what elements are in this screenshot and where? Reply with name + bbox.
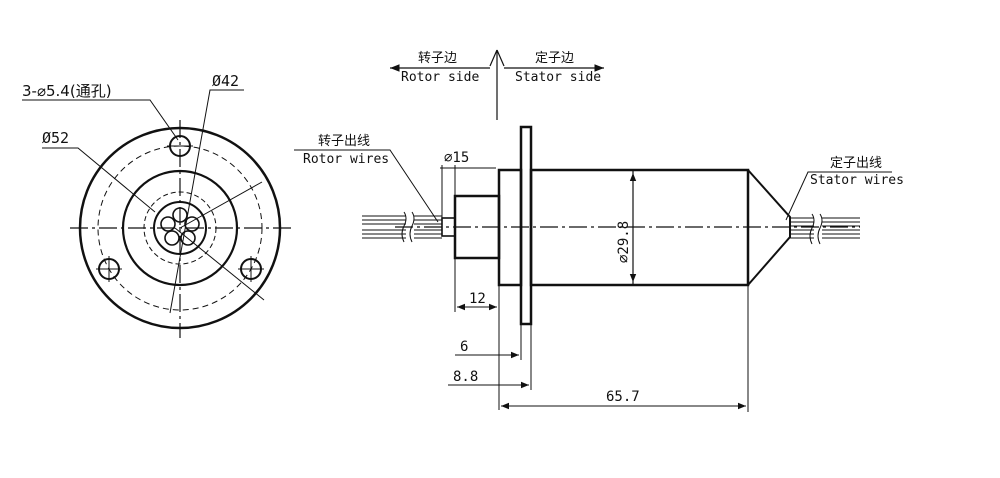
flange xyxy=(519,125,533,326)
dim-shaft-diameter xyxy=(440,165,496,218)
stator-wires-leader xyxy=(785,171,892,221)
side-indicator xyxy=(390,49,604,120)
dia42-leader-end xyxy=(174,227,265,301)
dia52-leader xyxy=(42,147,156,213)
dim-12-label: 12 xyxy=(469,291,486,307)
stator-side-en: Stator side xyxy=(515,70,601,85)
dim-8-8-label: 8.8 xyxy=(453,369,478,385)
stator-wires-cn: 定子出线 xyxy=(830,156,882,171)
rotor-wires-en: Rotor wires xyxy=(303,152,389,167)
stator-taper xyxy=(747,169,791,286)
dia52-inner-leader xyxy=(179,181,263,229)
dia-15-label: ⌀15 xyxy=(444,150,469,166)
rotor-side-cn: 转子边 xyxy=(418,51,457,66)
rotor-side-en: Rotor side xyxy=(401,70,479,85)
dim-6-label: 6 xyxy=(460,339,468,355)
hole-label: 3-⌀5.4(通孔) xyxy=(22,82,112,100)
dim-8-8 xyxy=(448,285,532,410)
dim-65-7-label: 65.7 xyxy=(606,389,640,405)
front-view xyxy=(22,89,292,338)
dia-42-label: Ø42 xyxy=(212,72,239,90)
rotor-wires-leader xyxy=(294,149,439,223)
stator-wires xyxy=(790,213,860,245)
rotor-wires xyxy=(362,211,442,243)
dim-65-7 xyxy=(501,285,749,412)
hole-leader xyxy=(22,99,179,141)
stator-wires-en: Stator wires xyxy=(810,173,904,188)
dia-29-8-label: ⌀29.8 xyxy=(616,221,632,263)
dia42-leader xyxy=(169,89,244,314)
stator-side-cn: 定子边 xyxy=(535,51,574,66)
wire-bundle xyxy=(160,207,200,246)
dim-6 xyxy=(455,324,522,360)
dia-52-label: Ø52 xyxy=(42,129,69,147)
rotor-wires-cn: 转子出线 xyxy=(318,134,370,149)
